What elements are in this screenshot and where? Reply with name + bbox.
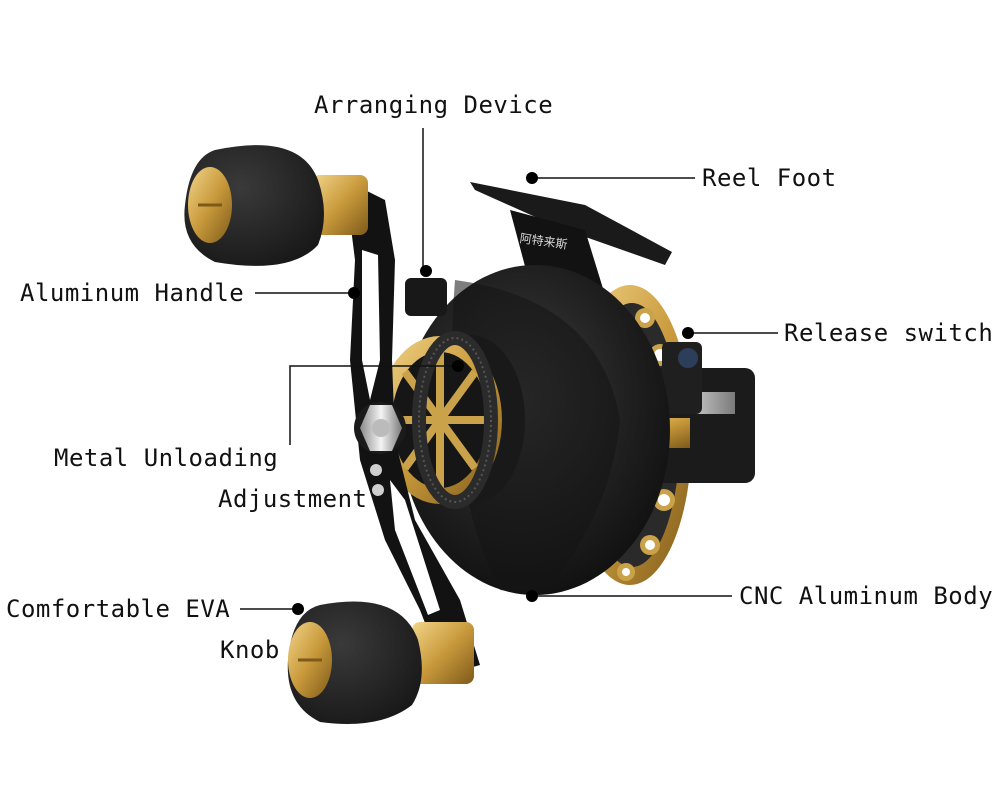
label-release-switch: Release switch [784, 319, 994, 347]
aluminum-handle-part [345, 180, 480, 675]
brand-mark: 阿特来斯 [519, 230, 569, 252]
dot-metal-unloading [452, 360, 464, 372]
dot-cnc-body [526, 590, 538, 602]
label-aluminum-handle: Aluminum Handle [20, 279, 245, 307]
eva-knob-top [184, 145, 368, 266]
dot-reel-foot [526, 172, 538, 184]
label-arranging-device: Arranging Device [314, 91, 554, 119]
leader-dots [292, 172, 694, 615]
label-cnc-body: CNC Aluminum Body [739, 582, 994, 610]
dot-release-switch [682, 327, 694, 339]
label-reel-foot: Reel Foot [702, 164, 837, 192]
leader-lines [240, 128, 778, 610]
reel-body-part [378, 265, 670, 595]
label-metal-unloading-line1: Metal Unloading [54, 444, 279, 472]
dot-aluminum-handle [348, 287, 360, 299]
eva-knob-bottom [287, 601, 474, 724]
dot-arranging-device [420, 265, 432, 277]
label-metal-unloading-line2: Adjustment [218, 485, 368, 513]
label-eva-knob-line2: Knob [220, 636, 280, 664]
dot-eva-knob [292, 603, 304, 615]
label-eva-knob-line1: Comfortable EVA [6, 595, 231, 623]
